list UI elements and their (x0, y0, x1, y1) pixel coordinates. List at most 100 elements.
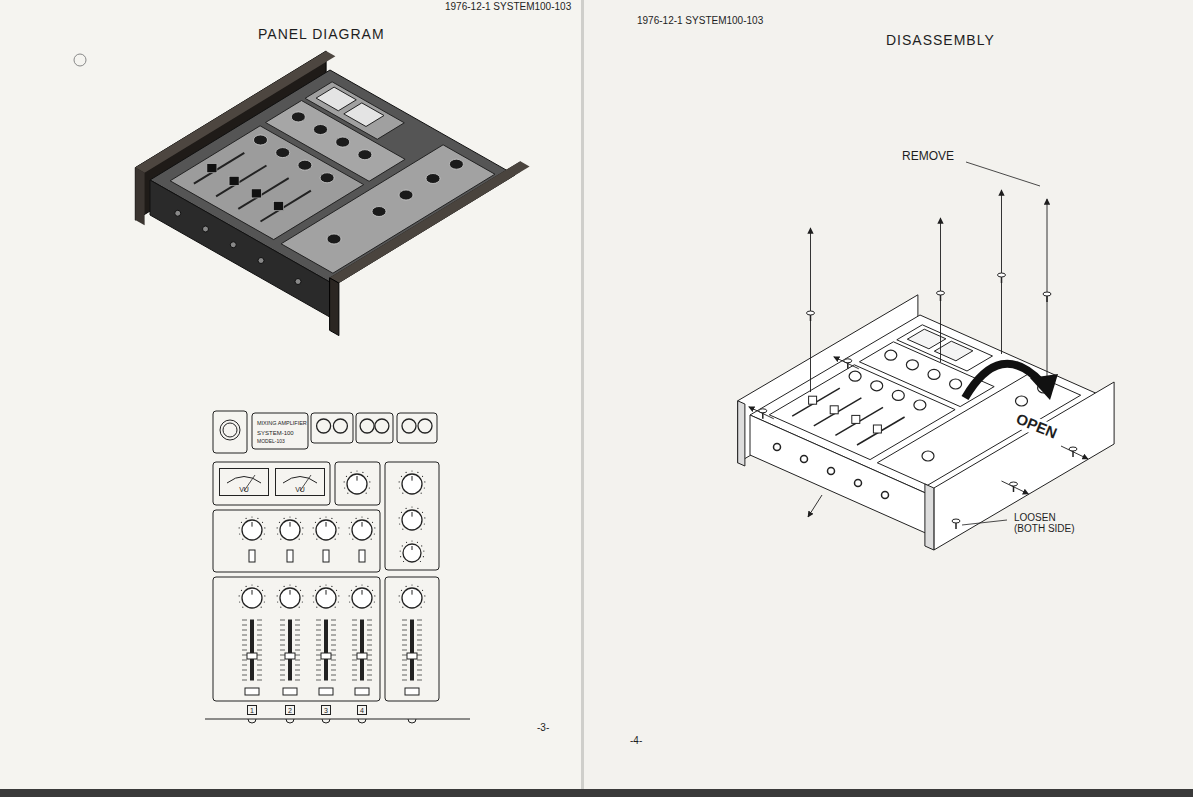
knob-body (280, 588, 300, 608)
end-board-edge (135, 168, 144, 226)
scale-tick (295, 670, 300, 671)
node-text: 3 (324, 707, 328, 714)
scale-tick (316, 675, 321, 676)
fader-slot (325, 620, 328, 680)
fader-cap (247, 653, 257, 659)
scale-dot (325, 516, 326, 517)
scale-dot (421, 545, 422, 546)
knob (950, 379, 962, 389)
scale-dot (251, 516, 252, 517)
scale-tick (352, 640, 357, 641)
knob-body (316, 520, 336, 540)
scale-dot (313, 527, 314, 528)
scale-dot (369, 487, 370, 488)
scale-tick (352, 650, 357, 651)
scale-dot (279, 590, 280, 591)
knob (399, 470, 426, 494)
scale-dot (315, 590, 316, 591)
scale-dot (344, 487, 345, 488)
scale-tick (257, 655, 262, 656)
scale-tick (402, 650, 407, 651)
screw (1069, 447, 1077, 451)
jack-socket (358, 719, 366, 723)
scale-tick (316, 620, 321, 621)
brand-text: MIXING AMPLIFIER (257, 420, 307, 426)
scale-tick (331, 665, 336, 666)
scale-tick (352, 680, 357, 681)
screw (937, 291, 945, 295)
scale-tick (295, 645, 300, 646)
knob (239, 584, 266, 608)
scale-dot (351, 590, 352, 591)
knob-body (403, 544, 421, 562)
knob (239, 516, 266, 540)
knob (914, 400, 926, 410)
fader-slot (361, 620, 364, 680)
scale-tick (316, 655, 321, 656)
scale-dot (350, 472, 351, 473)
scale-tick (417, 675, 422, 676)
scale-dot (417, 586, 418, 587)
knob (336, 137, 350, 147)
scale-dot (369, 481, 370, 482)
instruction-text: REMOVE (902, 150, 954, 163)
vu-meter-box: VU (275, 468, 325, 496)
scale-tick (295, 655, 300, 656)
screw (1072, 451, 1074, 457)
scale-dot (411, 470, 412, 471)
scale-dot (316, 607, 317, 608)
scale-tick (242, 665, 247, 666)
model-text: MODEL-103 (257, 439, 285, 445)
fader-slot (411, 620, 414, 680)
scale-dot (302, 595, 303, 596)
scale-dot (336, 590, 337, 591)
scale-dot (245, 586, 246, 587)
input-jack (258, 258, 264, 264)
open-arrow (965, 364, 1042, 398)
fader-section (213, 577, 380, 701)
scale-tick (402, 625, 407, 626)
knob-body (316, 588, 336, 608)
direction-arrow (1047, 199, 1048, 383)
scale-tick (331, 675, 336, 676)
scale-dot (239, 595, 240, 596)
fader-cap (229, 176, 239, 185)
scale-dot (257, 518, 258, 519)
scale-dot (405, 508, 406, 509)
scale-tick (295, 640, 300, 641)
left-page (0, 0, 581, 797)
scale-dot (367, 586, 368, 587)
scale-dot (245, 518, 246, 519)
knob-pointer (412, 546, 413, 550)
scale-dot (313, 533, 314, 534)
scale-tick (331, 630, 336, 631)
scale-tick (352, 645, 357, 646)
model-text: SYSTEM-100 (257, 430, 294, 437)
scale-tick (295, 660, 300, 661)
knob (871, 381, 883, 391)
scale-dot (417, 508, 418, 509)
scale-tick (316, 680, 321, 681)
scale-tick (280, 640, 285, 641)
screw (940, 295, 942, 301)
scale-tick (402, 630, 407, 631)
scale-dot (280, 539, 281, 540)
jack-socket (418, 419, 432, 433)
scale-tick (402, 655, 407, 656)
fader-cap (321, 653, 331, 659)
scale-dot (331, 518, 332, 519)
scale-tick (257, 635, 262, 636)
fader-cap (809, 396, 817, 404)
knob-pointer (412, 512, 413, 517)
section-title: PANEL DIAGRAM (258, 27, 385, 42)
scale-tick (295, 680, 300, 681)
scale-tick (257, 680, 262, 681)
input-jack (175, 210, 181, 216)
scale-tick (367, 680, 372, 681)
scale-tick (242, 620, 247, 621)
scale-dot (399, 595, 400, 596)
scale-tick (402, 645, 407, 646)
scale-tick (295, 675, 300, 676)
scale-tick (316, 635, 321, 636)
